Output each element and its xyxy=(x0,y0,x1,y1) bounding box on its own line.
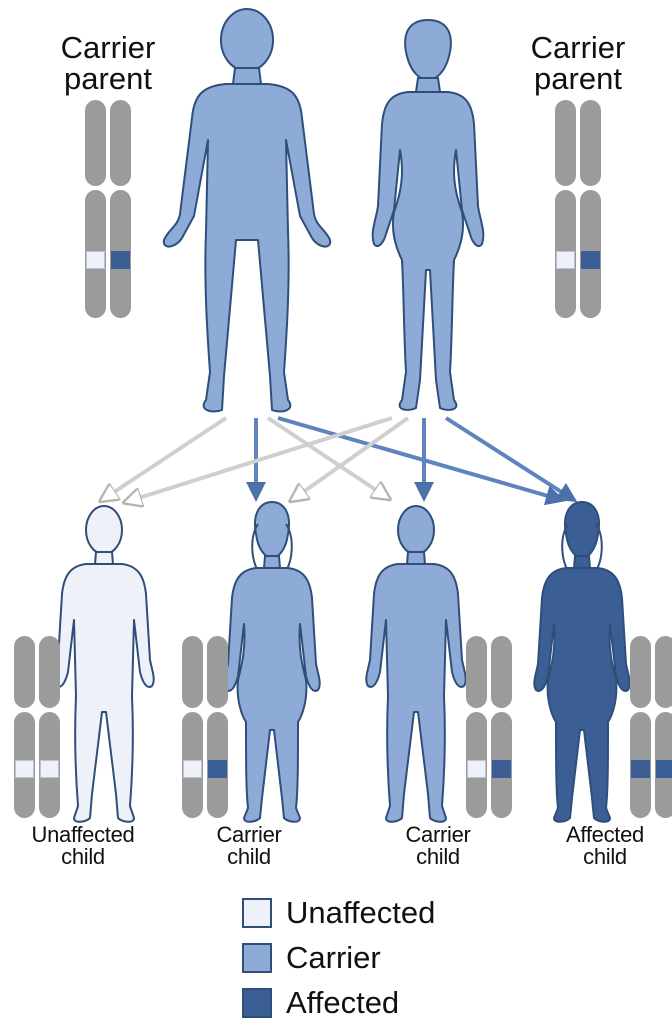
chromosome-arm-upper xyxy=(110,100,131,186)
chromosome-arm-upper xyxy=(182,636,203,708)
legend-swatch-unaffected xyxy=(242,898,272,928)
arrow-father-to-affected xyxy=(278,418,562,500)
parent-label-right: Carrier parent xyxy=(503,32,653,94)
chromosome-arm-upper xyxy=(555,100,576,186)
legend-item-carrier: Carrier xyxy=(242,939,381,977)
chromosome-arm-upper xyxy=(207,636,228,708)
chromosome-arm-upper xyxy=(85,100,106,186)
chromosome-pair-child-unaffected xyxy=(14,636,60,818)
legend-swatch-carrier xyxy=(242,943,272,973)
legend-item-affected: Affected xyxy=(242,984,399,1022)
arrow-mother-to-affected xyxy=(446,418,574,500)
allele-marker-affected xyxy=(493,761,511,778)
allele-marker-unaffected xyxy=(468,761,486,778)
father-figure xyxy=(164,9,330,412)
chromosome-arm-upper xyxy=(491,636,512,708)
parent-label-right-line2: parent xyxy=(503,63,653,94)
child-label-carrier-2-line1: Carrier xyxy=(363,824,513,846)
chromosome-arm-upper xyxy=(655,636,672,708)
legend-label-affected: Affected xyxy=(286,985,399,1021)
legend-label-unaffected: Unaffected xyxy=(286,895,435,931)
child-figure-unaffected xyxy=(54,506,153,822)
allele-marker-unaffected xyxy=(87,252,105,269)
legend-item-unaffected: Unaffected xyxy=(242,894,435,932)
child-label-affected-line1: Affected xyxy=(530,824,672,846)
child-label-unaffected-line2: child xyxy=(8,846,158,868)
allele-marker-unaffected xyxy=(41,761,59,778)
allele-marker-affected xyxy=(632,761,650,778)
chromosome-arm-upper xyxy=(466,636,487,708)
child-figure-affected xyxy=(534,502,629,822)
child-label-affected: Affected child xyxy=(530,824,672,868)
chromosome-arm-upper xyxy=(14,636,35,708)
chromosome-pair-child-affected xyxy=(630,636,672,818)
child-figure-carrier-2 xyxy=(366,506,465,822)
legend-label-carrier: Carrier xyxy=(286,940,381,976)
chromosome-pair-child-carrier-2 xyxy=(466,636,512,818)
parent-label-left: Carrier parent xyxy=(33,32,183,94)
chromosome-arm-upper xyxy=(39,636,60,708)
allele-marker-affected xyxy=(657,761,672,778)
chromosome-arm-upper xyxy=(580,100,601,186)
child-label-carrier-1-line2: child xyxy=(174,846,324,868)
parent-label-left-line1: Carrier xyxy=(33,32,183,63)
chromosome-pair-left-parent xyxy=(85,100,131,318)
arrow-father-to-carrier-2 xyxy=(268,418,388,498)
child-label-carrier-2: Carrier child xyxy=(363,824,513,868)
child-label-carrier-1-line1: Carrier xyxy=(174,824,324,846)
child-figure-carrier-1 xyxy=(224,502,319,822)
allele-marker-unaffected xyxy=(16,761,34,778)
legend-swatch-affected xyxy=(242,988,272,1018)
mother-figure xyxy=(373,20,484,410)
child-label-carrier-1: Carrier child xyxy=(174,824,324,868)
allele-marker-affected xyxy=(582,252,600,269)
child-label-carrier-2-line2: child xyxy=(363,846,513,868)
child-label-unaffected: Unaffected child xyxy=(8,824,158,868)
child-label-unaffected-line1: Unaffected xyxy=(8,824,158,846)
arrow-father-to-unaffected xyxy=(102,418,226,500)
allele-marker-unaffected xyxy=(184,761,202,778)
allele-marker-unaffected xyxy=(557,252,575,269)
parent-label-right-line1: Carrier xyxy=(503,32,653,63)
allele-marker-affected xyxy=(112,252,130,269)
allele-marker-affected xyxy=(209,761,227,778)
child-label-affected-line2: child xyxy=(530,846,672,868)
parent-label-left-line2: parent xyxy=(33,63,183,94)
chromosome-arm-upper xyxy=(630,636,651,708)
chromosome-pair-child-carrier-1 xyxy=(182,636,228,818)
chromosome-pair-right-parent xyxy=(555,100,601,318)
